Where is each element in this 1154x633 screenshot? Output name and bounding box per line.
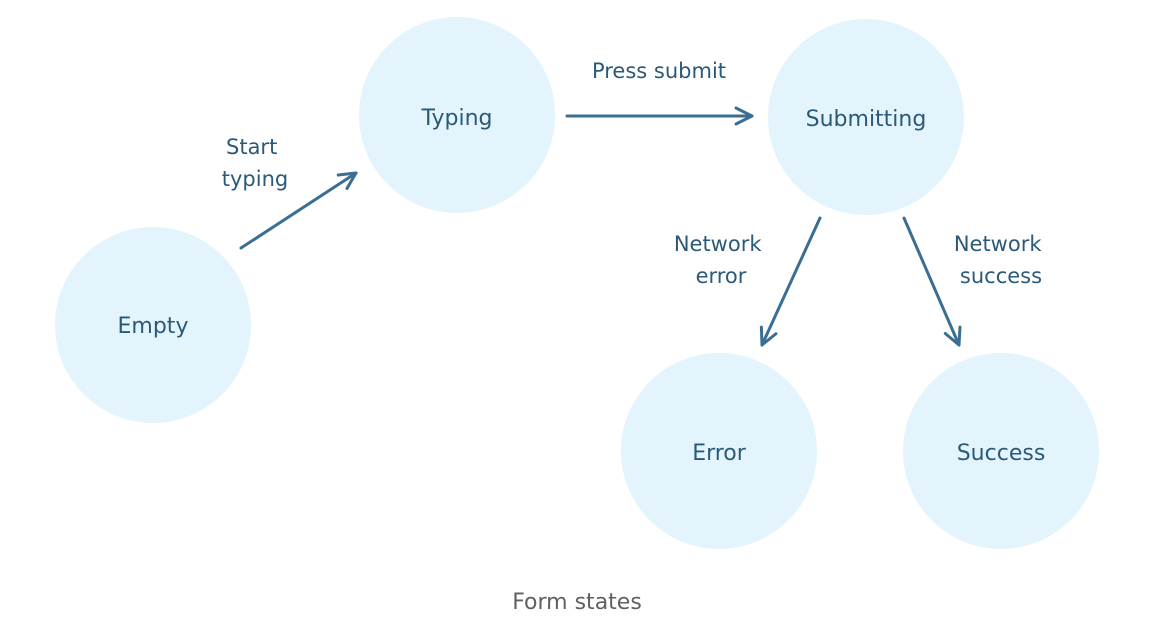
label-network-error-line-1: Network xyxy=(674,232,763,256)
label-press-submit: Press submit xyxy=(592,59,726,83)
state-typing: Typing xyxy=(359,17,555,213)
arrow-submitting-to-error xyxy=(759,216,822,347)
state-typing-label: Typing xyxy=(420,106,492,131)
state-success-circle xyxy=(903,353,1099,549)
state-success-label: Success xyxy=(957,441,1046,466)
state-submitting-label: Submitting xyxy=(806,107,927,132)
label-start-typing: Start typing xyxy=(222,135,288,191)
label-network-success-line-1: Network xyxy=(954,232,1043,256)
state-empty-label: Empty xyxy=(118,314,189,339)
state-error-label: Error xyxy=(692,441,747,466)
label-network-error: Network error xyxy=(674,232,768,288)
state-empty-circle xyxy=(55,227,251,423)
state-submitting-circle xyxy=(768,19,964,215)
state-success: Success xyxy=(903,353,1099,549)
label-network-success-line-2: success xyxy=(960,264,1042,288)
label-network-error-line-2: error xyxy=(696,264,747,288)
state-typing-circle xyxy=(359,17,555,213)
label-start-typing-line-1: Start xyxy=(226,135,277,159)
arrow-empty-to-typing xyxy=(239,171,358,250)
state-error-circle xyxy=(621,353,817,549)
label-start-typing-line-2: typing xyxy=(222,167,288,191)
state-submitting: Submitting xyxy=(768,19,964,215)
diagram-caption: Form states xyxy=(512,590,642,615)
arrow-submitting-to-success xyxy=(902,216,962,347)
state-error: Error xyxy=(621,353,817,549)
state-empty: Empty xyxy=(55,227,251,423)
label-network-success: Network success xyxy=(954,232,1048,288)
